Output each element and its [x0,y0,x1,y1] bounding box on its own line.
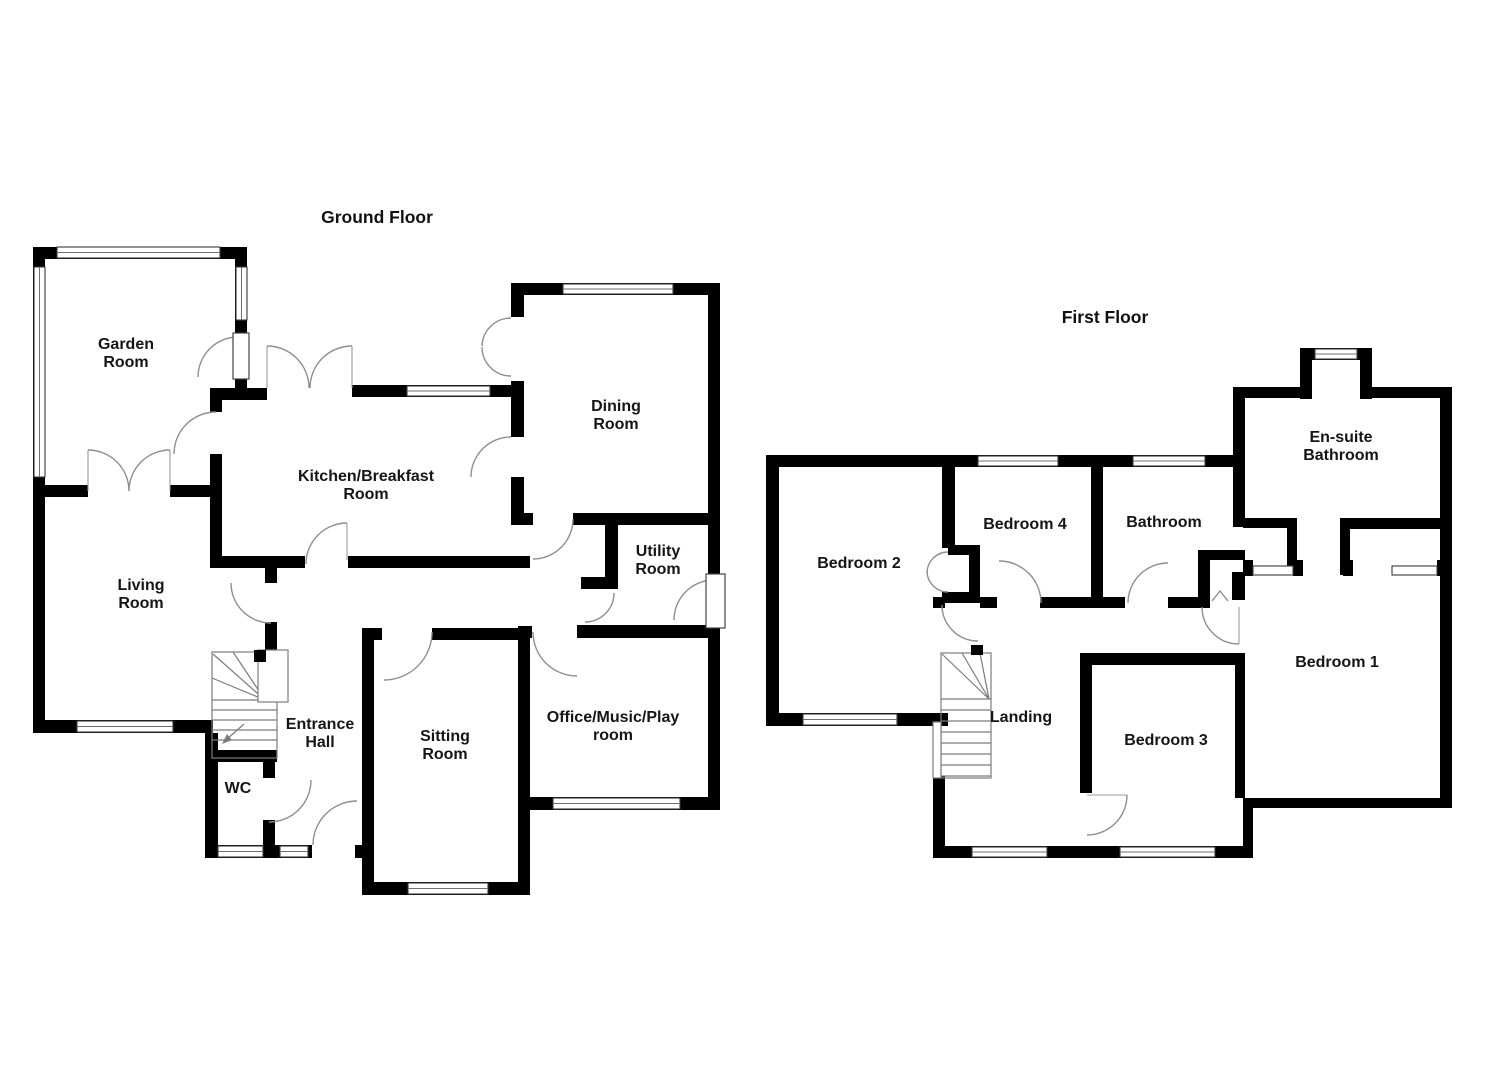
svg-text:Utility: Utility [636,543,681,560]
svg-text:Room: Room [635,561,680,578]
room-label-bedroom-4: Bedroom 4 [983,516,1067,533]
first-floor-plan: First Floor Bedroom 2 Bedroom 4 Bathroom… [766,307,1452,858]
ground-floor-windows [33,246,681,895]
first-floor-walls [766,348,1452,858]
svg-text:Kitchen/Breakfast: Kitchen/Breakfast [298,468,435,485]
ground-floor-labels: Ground Floor Garden Room Kitchen/Breakfa… [98,207,681,797]
svg-text:Room: Room [593,416,638,433]
svg-text:Room: Room [343,486,388,503]
room-label-wc: WC [225,780,252,797]
room-label-ensuite-bathroom: En-suite Bathroom [1303,429,1379,464]
svg-text:room: room [593,727,633,744]
room-label-office-music-play-room: Office/Music/Play room [547,709,680,744]
room-label-utility-room: Utility Room [635,543,680,578]
ground-floor-plan: Ground Floor Garden Room Kitchen/Breakfa… [33,207,726,895]
ground-floor-title: Ground Floor [321,207,433,227]
svg-text:Room: Room [422,746,467,763]
svg-text:Entrance: Entrance [286,716,355,733]
ground-floor-doors [87,317,726,846]
svg-text:Room: Room [118,595,163,612]
svg-text:Hall: Hall [305,734,334,751]
svg-text:Bathroom: Bathroom [1303,447,1379,464]
room-label-bathroom: Bathroom [1126,514,1202,531]
svg-text:Sitting: Sitting [420,728,470,745]
svg-text:En-suite: En-suite [1309,429,1372,446]
room-label-bedroom-1: Bedroom 1 [1295,654,1379,671]
room-label-dining-room: Dining Room [591,398,641,433]
first-floor-title: First Floor [1062,307,1149,327]
svg-text:Dining: Dining [591,398,641,415]
room-label-bedroom-3: Bedroom 3 [1124,732,1208,749]
room-label-bedroom-2: Bedroom 2 [817,555,901,572]
room-label-sitting-room: Sitting Room [420,728,470,763]
room-label-landing: Landing [990,709,1052,726]
svg-text:Room: Room [103,354,148,371]
first-floor-wardrobes [1252,565,1438,576]
room-label-kitchen-breakfast-room: Kitchen/Breakfast Room [298,468,435,503]
room-label-living-room: Living Room [117,577,164,612]
svg-text:Living: Living [117,577,164,594]
room-label-garden-room: Garden Room [98,336,154,371]
room-label-entrance-hall: Entrance Hall [286,716,355,751]
first-floor-windows [802,348,1358,858]
first-floor-stairs [932,645,992,779]
first-floor-doors [926,551,1240,836]
svg-text:Garden: Garden [98,336,154,353]
ground-floor-stairs [211,649,289,759]
first-floor-labels: First Floor Bedroom 2 Bedroom 4 Bathroom… [817,307,1379,749]
svg-text:Office/Music/Play: Office/Music/Play [547,709,680,726]
